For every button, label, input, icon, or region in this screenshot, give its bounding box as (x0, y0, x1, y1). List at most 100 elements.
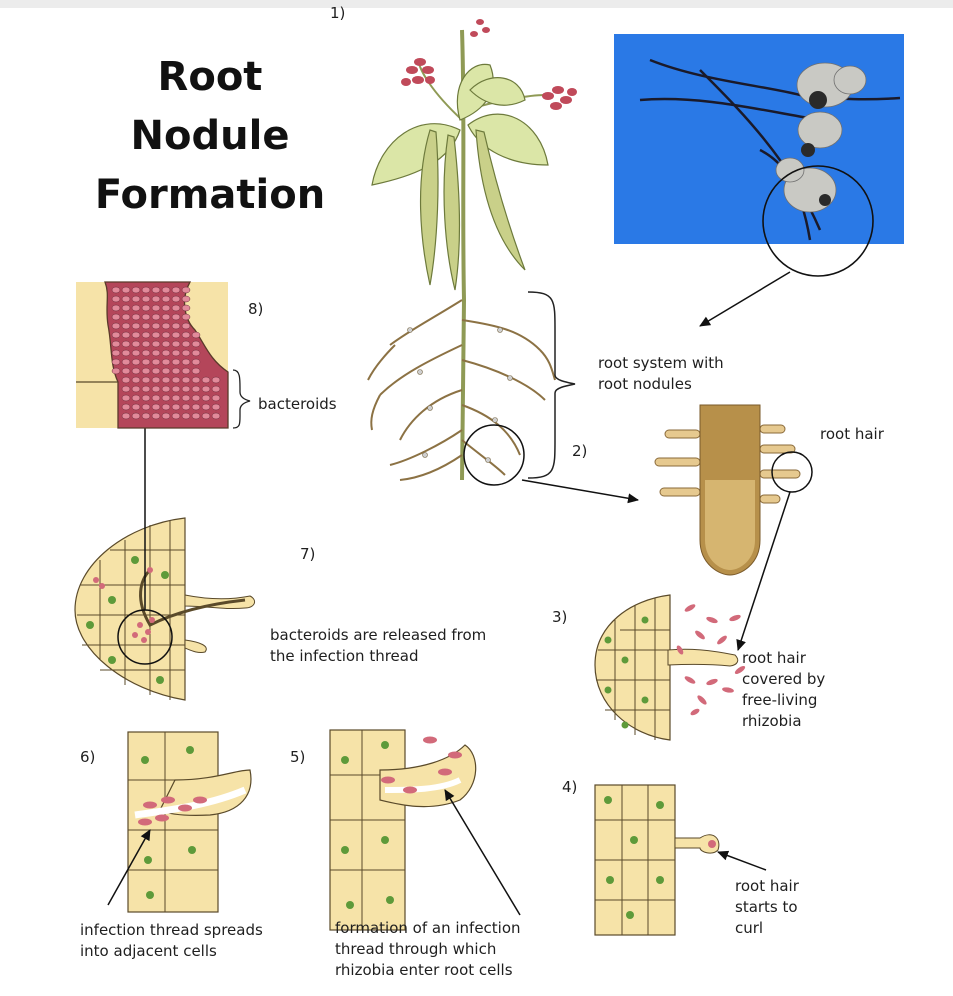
bacteroid-grain (162, 323, 170, 329)
bacteroid-grain (172, 386, 180, 392)
bacteroid-grain (152, 377, 160, 383)
bacteroid-grain (172, 287, 180, 293)
bacteroid-grain (142, 413, 150, 419)
root-hair-label: root hair (820, 424, 884, 445)
bacteroid-grain (162, 350, 170, 356)
bacteroid-grain (202, 395, 210, 401)
bacteroid-grain (192, 404, 200, 410)
bacteroid-grain (162, 287, 170, 293)
bacteroid-grain (192, 350, 200, 356)
bacteroid-grain (172, 395, 180, 401)
bacteroid-grain (122, 413, 130, 419)
bacteroid-grain (182, 395, 190, 401)
bacteroid-grain (132, 404, 140, 410)
bacteroid-release-illustration (75, 518, 255, 700)
bacteroid-grain (142, 332, 150, 338)
root-hair-rhizobia-illustration (595, 595, 746, 740)
step-7-number: 7) (300, 545, 315, 563)
bacteroid-grain (122, 341, 130, 347)
infection-thread-formation-illustration (330, 730, 476, 930)
bacteroid-grain (112, 368, 120, 374)
bacteroid-grain (152, 287, 160, 293)
bacteroid-grain (152, 341, 160, 347)
bacteroid-grain (132, 395, 140, 401)
bacteroid-grain (122, 332, 130, 338)
bacteroid-grain (172, 359, 180, 365)
bacteroid-grain (122, 404, 130, 410)
bacteroid-grain (192, 341, 200, 347)
bacteroid-grain (202, 413, 210, 419)
arrow-to-root-tip (522, 480, 638, 500)
bacteroid-grain (142, 386, 150, 392)
step-1-number: 1) (330, 4, 345, 22)
bacteroid-grain (172, 350, 180, 356)
bacteroid-grain (142, 359, 150, 365)
bacteroid-grain (202, 404, 210, 410)
bacteroid-grain (142, 377, 150, 383)
bacteroid-grain (112, 341, 120, 347)
bacteroid-grain (112, 314, 120, 320)
bacteroid-grain (152, 386, 160, 392)
bacteroid-grain (192, 413, 200, 419)
bacteroid-grain (172, 404, 180, 410)
bacteroid-grain (172, 341, 180, 347)
bacteroid-grain (132, 314, 140, 320)
bacteroid-grain (182, 368, 190, 374)
bacteroid-grain (212, 413, 220, 419)
root-magnify-circle (464, 425, 524, 485)
bacteroids-label: bacteroids (258, 394, 337, 415)
arrow-to-curl (718, 852, 766, 870)
curl-label: root hair starts to curl (735, 876, 799, 939)
bacteroid-grain (202, 386, 210, 392)
bacteroid-grain (162, 395, 170, 401)
bacteroid-grain (182, 350, 190, 356)
bacteroid-grain (212, 377, 220, 383)
bacteroid-grain (142, 287, 150, 293)
bacteroid-grain (182, 314, 190, 320)
step-4-number: 4) (562, 778, 577, 796)
bacteroid-grain (172, 332, 180, 338)
nodule-photo (614, 34, 904, 244)
bacteroid-grain (152, 314, 160, 320)
bacteroid-grain (162, 359, 170, 365)
root-tip-illustration (655, 405, 800, 575)
bacteroid-grain (202, 377, 210, 383)
bacteroid-grain (162, 386, 170, 392)
bacteroid-grain (152, 404, 160, 410)
bacteroid-grain (182, 296, 190, 302)
bacteroid-grain (152, 305, 160, 311)
bacteroid-grain (182, 386, 190, 392)
bacteroid-grain (162, 404, 170, 410)
bacteroid-grain (122, 386, 130, 392)
bacteroid-grain (192, 359, 200, 365)
bacteroid-grain (132, 386, 140, 392)
bacteroid-grain (172, 413, 180, 419)
bacteroid-grain (132, 287, 140, 293)
bacteroid-grain (182, 341, 190, 347)
bacteroid-grain (112, 323, 120, 329)
bacteroid-grain (142, 368, 150, 374)
bacteroid-grain (172, 305, 180, 311)
bacteroid-grain (122, 377, 130, 383)
bacteroid-grain (142, 296, 150, 302)
bacteroid-grain (172, 323, 180, 329)
bacteroid-grain (192, 386, 200, 392)
bacteroid-grain (182, 359, 190, 365)
bacteroid-grain (132, 341, 140, 347)
step-6-number: 6) (80, 748, 95, 766)
bacteroid-grain (162, 341, 170, 347)
bacteroid-grain (112, 350, 120, 356)
bacteroid-grain (162, 377, 170, 383)
bacteroid-grain (152, 332, 160, 338)
bacteroid-grain (212, 386, 220, 392)
bacteroid-grain (122, 323, 130, 329)
bacteroid-grain (182, 404, 190, 410)
step-3-number: 3) (552, 608, 567, 626)
bacteroid-grain (132, 359, 140, 365)
bacteroid-grain (182, 305, 190, 311)
bacteroid-grain (142, 395, 150, 401)
bacteroid-grain (152, 368, 160, 374)
bacteroid-grain (152, 323, 160, 329)
bacteroid-grain (132, 296, 140, 302)
bacteroid-grain (182, 377, 190, 383)
